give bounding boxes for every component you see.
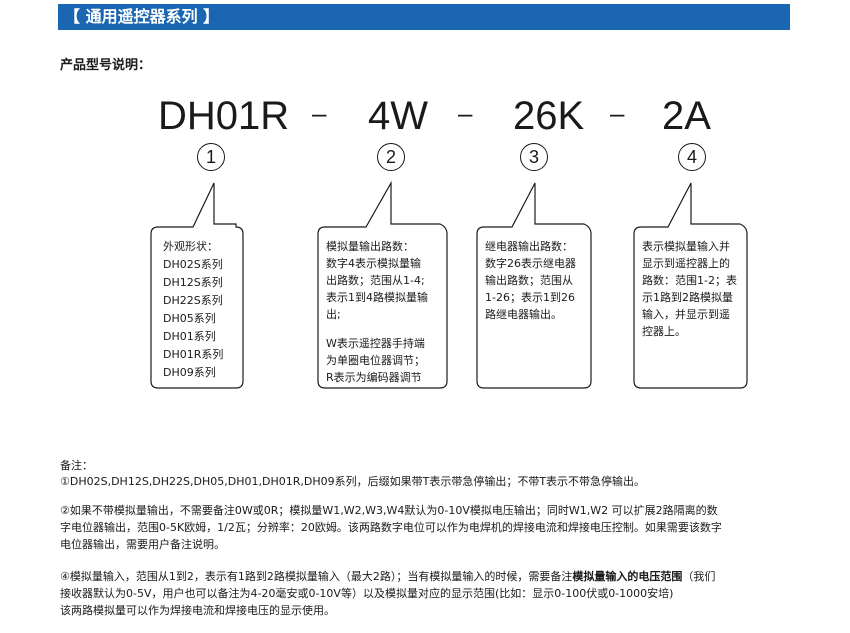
model-part-series: DH01R <box>158 94 290 138</box>
model-part-analog-output: 4W <box>368 94 428 138</box>
box1-line: DH02S系列 <box>163 258 223 271</box>
note-2: ②如果不带模拟量输出，不需要备注0W或0R；模拟量W1,W2,W3,W4默认为0… <box>60 502 800 553</box>
marker-4: 4 <box>678 143 706 171</box>
note-2-line: ②如果不带模拟量输出，不需要备注0W或0R；模拟量W1,W2,W3,W4默认为0… <box>60 504 718 517</box>
box2-line: 出; <box>326 308 341 321</box>
callout-box-2 <box>317 180 448 389</box>
note-2-line: 电位器输出，需要用户备注说明。 <box>60 538 225 551</box>
marker-4-number: 4 <box>686 147 697 167</box>
box3-line: 数字26表示继电器 <box>485 257 576 270</box>
note-4-line: ④模拟量输入，范围从1到2，表示有1路到2路模拟量输入（最大2路）；当有模拟量输… <box>60 570 716 583</box>
subtitle: 产品型号说明： <box>60 58 152 73</box>
callout-text-appearance: 外观形状： DH02S系列 DH12S系列 DH22S系列 DH05系列 DH0… <box>163 238 223 382</box>
box2-line: W表示遥控器手持端 <box>326 337 425 350</box>
box3-line: 1-26；表示1到26 <box>485 291 575 304</box>
marker-2-number: 2 <box>385 147 396 167</box>
note-4-emphasis: 模拟量输入的电压范围 <box>572 570 683 583</box>
note-4: ④模拟量输入，范围从1到2，表示有1路到2路模拟量输入（最大2路）；当有模拟量输… <box>60 568 800 619</box>
callout-box-3 <box>476 182 592 389</box>
box4-line: 显示到遥控器上的 <box>642 257 730 270</box>
box1-line: DH01R系列 <box>163 348 224 361</box>
box1-line: DH22S系列 <box>163 294 223 307</box>
note-4-line: 该两路模拟量可以作为焊接电流和焊接电压的显示使用。 <box>60 604 335 617</box>
note-4-line: 接收器默认为0-5V，用户也可以备注为4-20毫安或0-10V等）以及模拟量对应… <box>60 587 674 600</box>
section-banner: 【 通用遥控器系列 】 <box>58 4 790 30</box>
box4-line: 输入，并显示到遥 <box>642 308 730 321</box>
box4-line: 路数：范围1-2；表 <box>642 274 737 287</box>
box1-line: DH12S系列 <box>163 276 223 289</box>
notes-label: 备注： <box>60 459 93 472</box>
marker-1-number: 1 <box>205 147 216 167</box>
marker-3-number: 3 <box>528 147 539 167</box>
box2-line: 数字4表示模拟量输 <box>326 257 421 270</box>
box2-line: R表示为编码器调节 <box>326 371 422 384</box>
marker-3: 3 <box>520 143 548 171</box>
box2-line: 出路数；范围从1-4; <box>326 274 425 287</box>
model-separator: – <box>458 98 473 128</box>
callout-text-relay-output: 继电器输出路数： 数字26表示继电器 输出路数；范围从 1-26；表示1到26 … <box>485 238 576 323</box>
note-1: ①DH02S,DH12S,DH22S,DH05,DH01,DH01R,DH09系… <box>60 475 646 488</box>
box3-line: 继电器输出路数： <box>485 240 573 253</box>
box1-line: 外观形状： <box>163 240 218 253</box>
banner-title: 【 通用遥控器系列 】 <box>64 7 220 26</box>
marker-1: 1 <box>197 143 225 171</box>
marker-2: 2 <box>377 143 405 171</box>
note-2-line: 字电位器输出，范围0-5K欧姆，1/2瓦；分辨率：20欧姆。该两路数字电位可以作… <box>60 521 722 534</box>
model-separator: – <box>312 98 327 128</box>
box2-line: 表示1到4路模拟量输 <box>326 291 428 304</box>
model-part-analog-input: 2A <box>662 94 711 138</box>
model-part-relay-output: 26K <box>513 94 585 138</box>
box3-line: 输出路数；范围从 <box>485 274 573 287</box>
box3-line: 路继电器输出。 <box>485 308 562 321</box>
callout-box-4 <box>633 182 748 389</box>
box1-line: DH05系列 <box>163 312 216 325</box>
model-separator: – <box>610 98 625 128</box>
box1-line: DH01系列 <box>163 330 216 343</box>
box4-line: 控器上。 <box>642 325 686 338</box>
box2-line: 模拟量输出路数： <box>326 240 414 253</box>
box4-line: 示1路到2路模拟量 <box>642 291 733 304</box>
box2-line: 为单圈电位器调节； <box>326 354 425 367</box>
box1-line: DH09系列 <box>163 366 216 379</box>
callout-text-analog-input: 表示模拟量输入并 显示到遥控器上的 路数：范围1-2；表 示1路到2路模拟量 输… <box>642 238 737 340</box>
callout-text-analog-output: 模拟量输出路数： 数字4表示模拟量输 出路数；范围从1-4; 表示1到4路模拟量… <box>326 238 428 386</box>
box4-line: 表示模拟量输入并 <box>642 240 730 253</box>
callout-box-1 <box>150 182 244 389</box>
